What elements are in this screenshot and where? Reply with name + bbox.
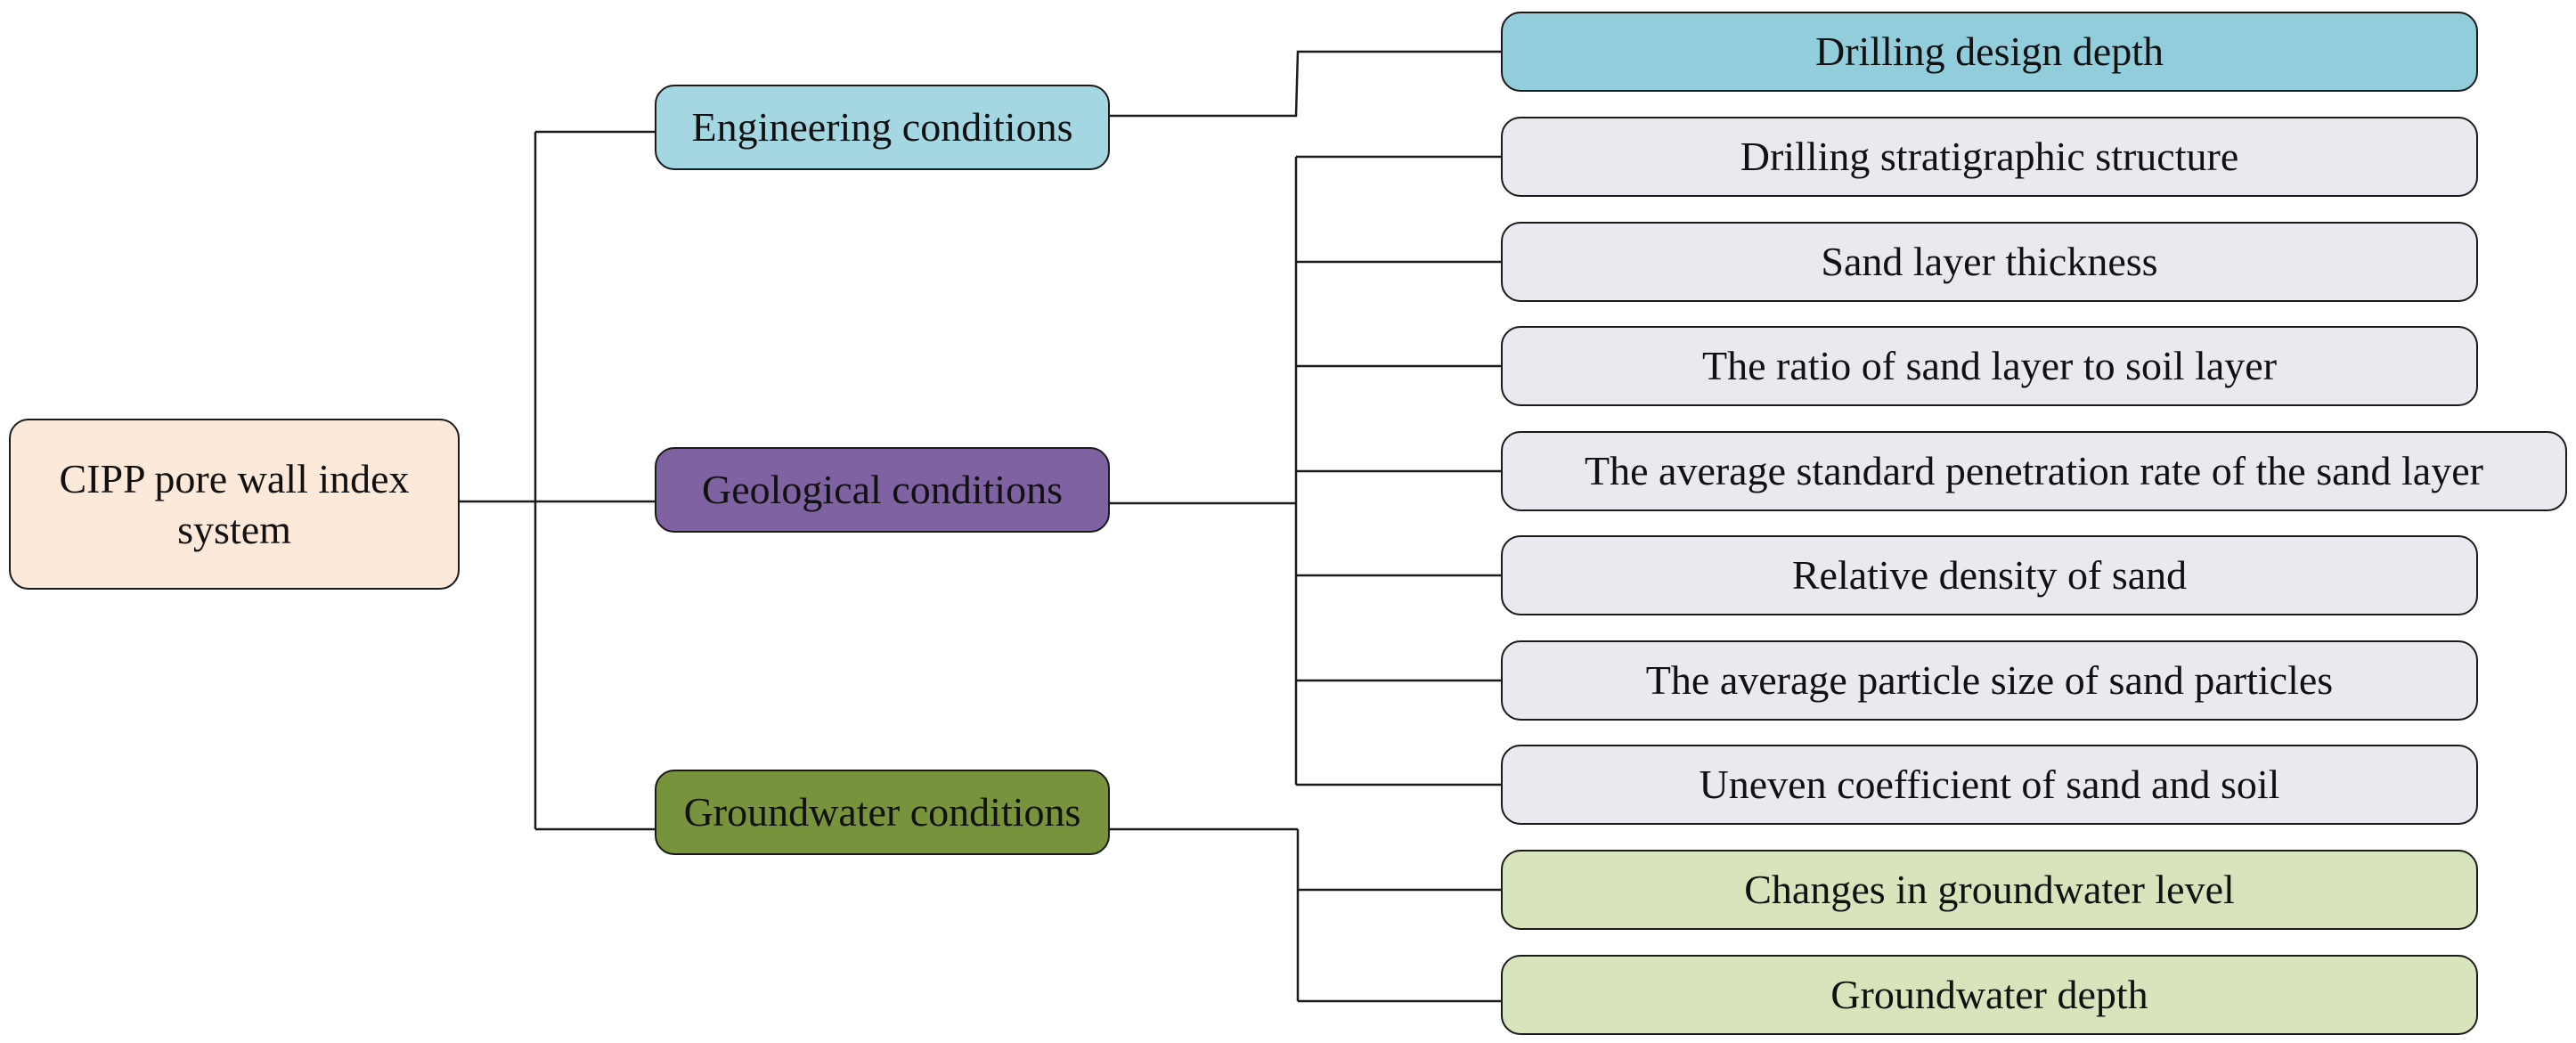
indicator-label: Changes in groundwater level <box>1744 867 2235 913</box>
root-node-label: CIPP pore wall index system <box>59 455 410 553</box>
category-label: Engineering conditions <box>691 104 1073 151</box>
indicator-label: The average standard penetration rate of… <box>1585 448 2483 494</box>
category-label: Geological conditions <box>702 467 1063 513</box>
root-node: CIPP pore wall index system <box>9 419 460 590</box>
indicator-node: Drilling design depth <box>1501 12 2478 92</box>
indicator-node: The ratio of sand layer to soil layer <box>1501 326 2478 406</box>
indicator-node: Drilling stratigraphic structure <box>1501 117 2478 197</box>
category-geological-conditions: Geological conditions <box>655 447 1110 533</box>
indicator-node: The average standard penetration rate of… <box>1501 431 2567 511</box>
indicator-node: Changes in groundwater level <box>1501 850 2478 930</box>
indicator-label: Drilling stratigraphic structure <box>1740 134 2239 180</box>
category-label: Groundwater conditions <box>683 789 1081 835</box>
indicator-node: Uneven coefficient of sand and soil <box>1501 745 2478 825</box>
indicator-label: Relative density of sand <box>1791 552 2188 599</box>
indicator-label: Uneven coefficient of sand and soil <box>1699 762 2280 808</box>
indicator-node: The average particle size of sand partic… <box>1501 640 2478 721</box>
indicator-node: Groundwater depth <box>1501 955 2478 1035</box>
indicator-label: The ratio of sand layer to soil layer <box>1701 343 2278 389</box>
category-engineering-conditions: Engineering conditions <box>655 85 1110 170</box>
indicator-node: Relative density of sand <box>1501 535 2478 615</box>
indicator-label: The average particle size of sand partic… <box>1645 657 2334 704</box>
indicator-label: Drilling design depth <box>1815 29 2164 75</box>
indicator-label: Groundwater depth <box>1830 972 2148 1018</box>
indicator-label: Sand layer thickness <box>1821 239 2158 285</box>
indicator-node: Sand layer thickness <box>1501 222 2478 302</box>
category-groundwater-conditions: Groundwater conditions <box>655 770 1110 855</box>
